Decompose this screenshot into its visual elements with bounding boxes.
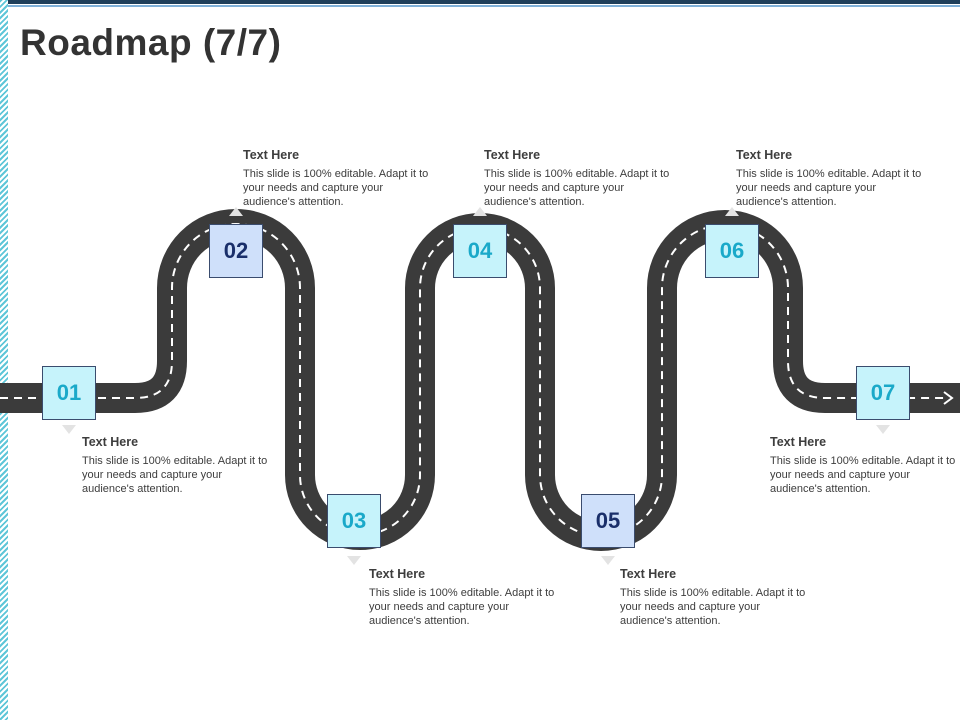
milestone-07-pointer [876, 425, 890, 434]
milestone-07-box: 07 [856, 366, 910, 420]
milestone-03-callout: Text Here This slide is 100% editable. A… [369, 567, 559, 628]
milestone-06-heading: Text Here [736, 148, 793, 162]
milestone-01-box: 01 [42, 366, 96, 420]
top-accent-bar [0, 0, 960, 4]
milestone-04-pointer [473, 207, 487, 216]
milestone-01-pointer [62, 425, 76, 434]
milestone-02-box: 02 [209, 224, 263, 278]
milestone-01-heading: Text Here [82, 435, 139, 449]
milestone-06-callout: Text Here This slide is 100% editable. A… [736, 148, 926, 209]
milestone-06-text: This slide is 100% editable. Adapt it to… [736, 168, 922, 208]
milestone-05-box: 05 [581, 494, 635, 548]
milestone-05-callout: Text Here This slide is 100% editable. A… [620, 567, 810, 628]
milestone-01-callout: Text Here This slide is 100% editable. A… [82, 435, 272, 496]
milestone-03-heading: Text Here [369, 567, 426, 581]
milestone-01-text: This slide is 100% editable. Adapt it to… [82, 455, 268, 495]
milestone-06-pointer [725, 207, 739, 216]
milestone-03-box: 03 [327, 494, 381, 548]
milestone-02-heading: Text Here [243, 148, 300, 162]
milestone-04-callout: Text Here This slide is 100% editable. A… [484, 148, 674, 209]
milestone-07-callout: Text Here This slide is 100% editable. A… [770, 435, 960, 496]
milestone-02-callout: Text Here This slide is 100% editable. A… [243, 148, 433, 209]
milestone-02-pointer [229, 207, 243, 216]
milestone-07-heading: Text Here [770, 435, 827, 449]
top-accent-line [0, 5, 960, 7]
milestone-06-box: 06 [705, 224, 759, 278]
milestone-04-heading: Text Here [484, 148, 541, 162]
milestone-05-text: This slide is 100% editable. Adapt it to… [620, 587, 806, 627]
milestone-05-pointer [601, 556, 615, 565]
milestone-05-heading: Text Here [620, 567, 677, 581]
left-decorative-stripe [0, 0, 8, 720]
milestone-03-pointer [347, 556, 361, 565]
milestone-02-text: This slide is 100% editable. Adapt it to… [243, 168, 429, 208]
slide-title: Roadmap (7/7) [20, 22, 282, 63]
milestone-07-text: This slide is 100% editable. Adapt it to… [770, 455, 956, 495]
milestone-04-text: This slide is 100% editable. Adapt it to… [484, 168, 670, 208]
milestone-03-text: This slide is 100% editable. Adapt it to… [369, 587, 555, 627]
milestone-04-box: 04 [453, 224, 507, 278]
arrow-right-icon [943, 391, 954, 405]
